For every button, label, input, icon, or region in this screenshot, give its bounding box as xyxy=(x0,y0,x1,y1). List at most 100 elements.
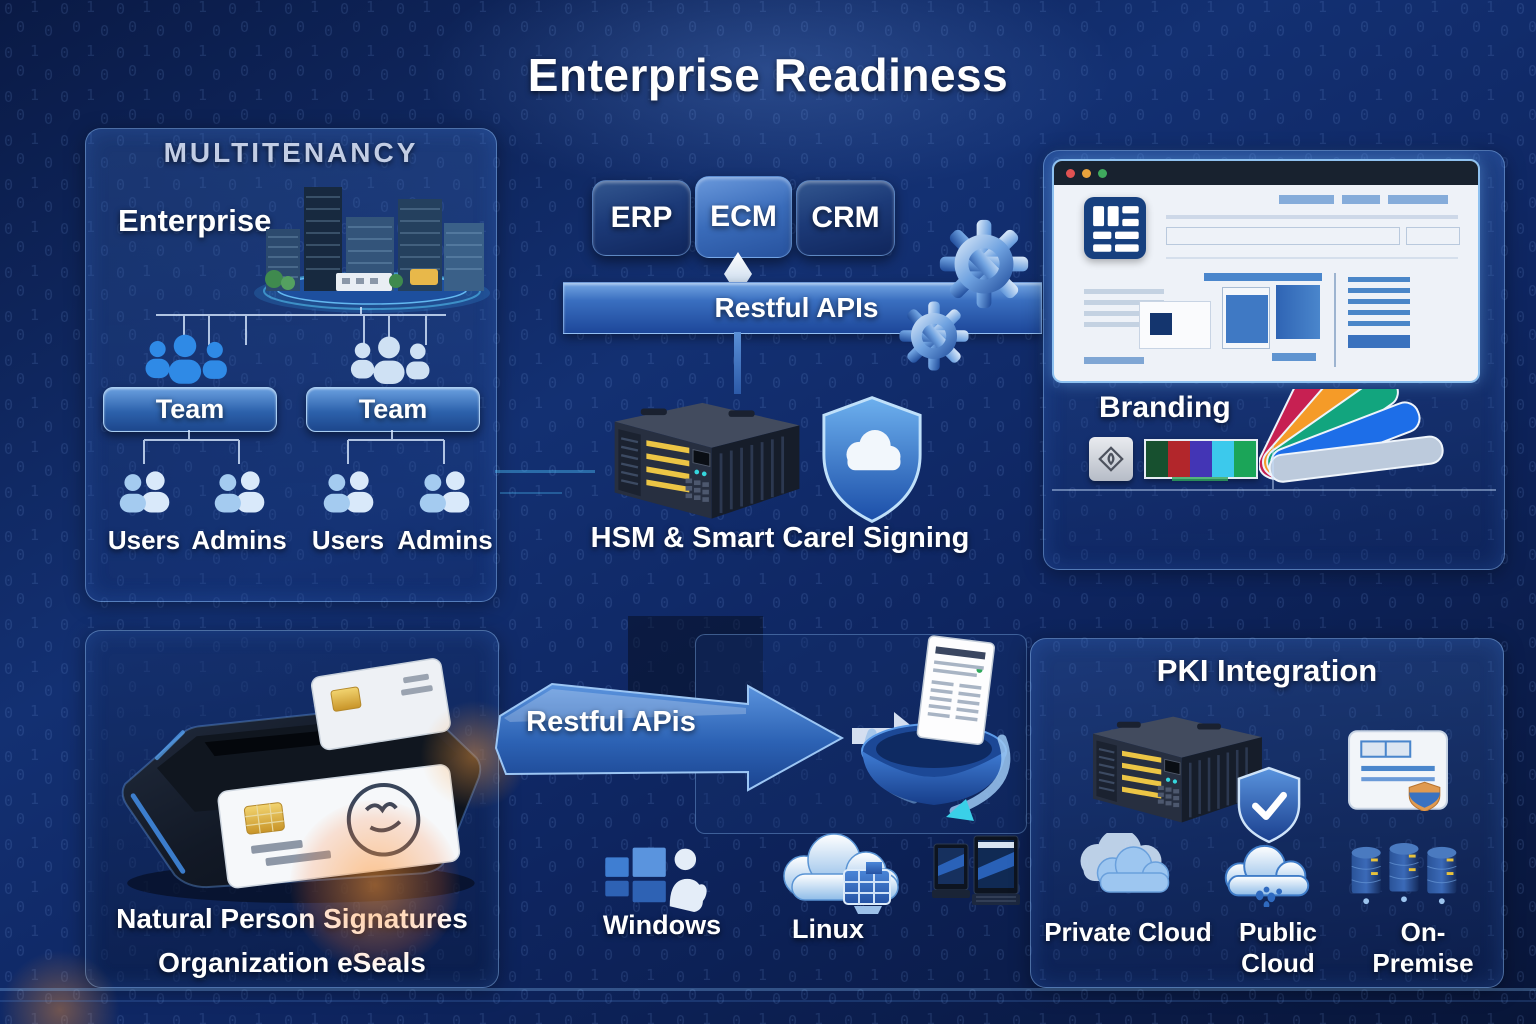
connector-line xyxy=(1052,489,1496,491)
backdrop-block xyxy=(628,616,763,706)
content-bar-placeholder xyxy=(1204,273,1322,281)
role-label-admins-2: Admins xyxy=(397,525,493,555)
bottom-highlight xyxy=(0,988,1536,991)
text-line-placeholder xyxy=(1348,277,1410,282)
swatch-underline xyxy=(1172,477,1228,481)
card-reader-icon xyxy=(121,658,482,904)
input-placeholder xyxy=(1166,227,1400,245)
certificate-icon xyxy=(1348,730,1448,811)
color-swatch xyxy=(1212,441,1234,477)
restful-api-bar-label: Restful APIs xyxy=(714,292,879,323)
crm-box: CRM xyxy=(796,180,895,256)
document-tray-icon xyxy=(861,635,1011,821)
hsm-signing-label: HSM & Smart Carel Signing xyxy=(590,522,970,554)
browser-titlebar xyxy=(1054,161,1478,185)
circuit-trace xyxy=(500,492,562,494)
signature-line-1: Natural Person Signatures xyxy=(116,903,468,934)
shield-check-icon xyxy=(1235,765,1303,845)
button-placeholder xyxy=(1348,335,1410,348)
color-swatch xyxy=(1168,441,1190,477)
org-connector-top xyxy=(156,307,446,345)
text-line-placeholder xyxy=(1084,311,1164,316)
gear-icon xyxy=(898,300,970,372)
divider-placeholder xyxy=(1166,257,1458,259)
bottom-highlight xyxy=(0,1000,1536,1002)
block-placeholder xyxy=(1276,285,1320,339)
api-arrow-banner xyxy=(494,682,845,792)
divider-placeholder xyxy=(1166,215,1458,219)
private-cloud-label: Private Cloud xyxy=(1044,917,1212,947)
role-label-users-2: Users xyxy=(311,525,385,555)
ecm-box: ECM xyxy=(695,176,792,258)
color-swatch xyxy=(1146,441,1168,477)
multitenancy-heading: MULTITENANCY xyxy=(163,137,419,168)
block-placeholder xyxy=(1226,295,1268,343)
window-maximize-icon xyxy=(1098,168,1107,178)
user-pair-icon xyxy=(416,467,474,515)
theme-tool-icon xyxy=(1089,437,1133,481)
linux-cloud-icon xyxy=(783,833,899,914)
api-arrow-label: Restful APis xyxy=(526,706,696,738)
team-group-icon xyxy=(332,335,446,391)
hsm-server-icon xyxy=(588,388,813,528)
windows-icon xyxy=(605,847,707,913)
user-pair-icon xyxy=(320,467,378,515)
divider-placeholder xyxy=(1334,273,1336,367)
text-line-placeholder xyxy=(1084,289,1164,294)
color-swatch xyxy=(1190,441,1212,477)
pki-heading: PKI Integration xyxy=(1156,653,1378,688)
org-connector-bottom xyxy=(143,430,445,464)
browser-window-icon xyxy=(1052,159,1480,383)
text-line-placeholder xyxy=(1348,321,1410,326)
private-cloud-icon xyxy=(1080,833,1170,893)
window-minimize-icon xyxy=(1082,168,1091,178)
team-box-2: Team xyxy=(306,387,480,432)
team-box-1: Team xyxy=(103,387,277,432)
role-label-admins-1: Admins xyxy=(191,525,287,555)
input-placeholder xyxy=(1406,227,1460,245)
text-line-placeholder xyxy=(1084,322,1144,327)
signature-line-2: Organization eSeals xyxy=(158,947,426,978)
branding-panel: Branding xyxy=(1043,150,1505,570)
text-line-placeholder xyxy=(1348,288,1410,293)
text-line-placeholder xyxy=(1348,299,1410,304)
nav-bar-placeholder xyxy=(1342,195,1380,204)
multitenancy-panel: MULTITENANCY Enterprise xyxy=(85,128,497,602)
palette-swatches-icon xyxy=(1144,439,1258,479)
public-cloud-icon xyxy=(1224,844,1310,907)
circuit-trace xyxy=(495,470,595,473)
laptops-icon xyxy=(932,835,1020,905)
on-premise-icon xyxy=(1351,843,1457,905)
text-line-placeholder xyxy=(1084,300,1164,305)
window-close-icon xyxy=(1066,168,1075,178)
team-group-icon xyxy=(126,333,244,391)
user-pair-icon xyxy=(211,467,269,515)
signatures-panel: Natural Person Signatures Organization e… xyxy=(85,630,499,988)
gear-icon xyxy=(938,218,1030,310)
role-label-users-1: Users xyxy=(107,525,181,555)
city-skyline-icon xyxy=(254,187,490,313)
footer-bar-placeholder xyxy=(1272,353,1316,361)
app-logo-icon xyxy=(1084,197,1146,259)
text-line-placeholder xyxy=(1348,310,1410,315)
bar-to-server-connector xyxy=(734,332,741,394)
browser-content xyxy=(1054,185,1478,381)
nav-bar-placeholder xyxy=(1388,195,1448,204)
footer-bar-placeholder xyxy=(1084,357,1144,364)
cloud-shield-icon xyxy=(818,392,926,528)
erp-box: ERP xyxy=(592,180,691,256)
page-title: Enterprise Readiness xyxy=(527,49,1009,101)
thumbnail-placeholder xyxy=(1150,313,1172,335)
windows-label: Windows xyxy=(602,910,722,940)
nav-bar-placeholder xyxy=(1279,195,1334,204)
linux-label: Linux xyxy=(792,914,864,944)
pki-panel: PKI Integration Private Cloud Public Clo… xyxy=(1030,638,1504,988)
connector-line xyxy=(1272,445,1274,489)
enterprise-label: Enterprise xyxy=(118,203,272,238)
public-cloud-label: Public Cloud xyxy=(1238,917,1317,978)
color-swatch xyxy=(1234,441,1256,477)
on-premise-label: On-Premise xyxy=(1372,917,1474,978)
branding-heading: Branding xyxy=(1099,391,1231,424)
color-fan-icon xyxy=(1259,389,1444,483)
